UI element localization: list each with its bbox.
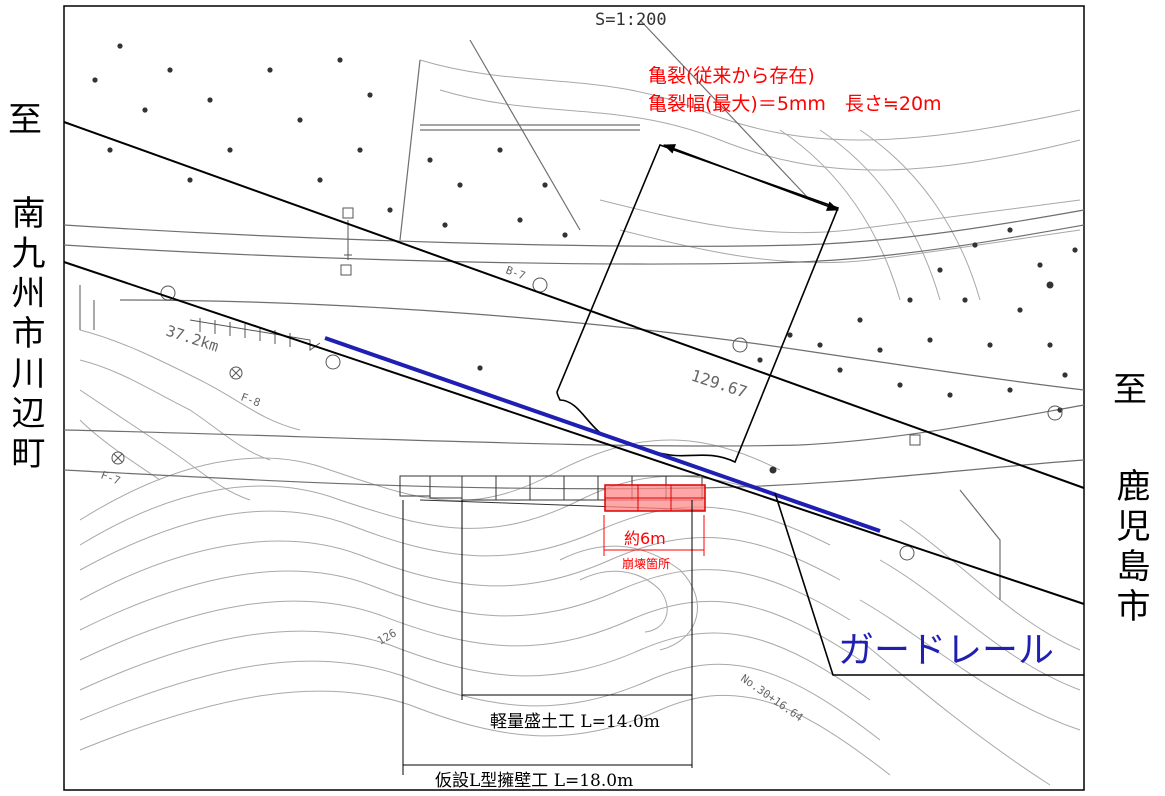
direction-left-to-mark: 至 xyxy=(8,100,42,140)
collapse-area xyxy=(604,484,706,512)
lightweight-fill-label: 軽量盛土工 L=14.0m xyxy=(490,712,660,732)
road-edges xyxy=(63,19,1085,600)
guardrail-line xyxy=(324,336,881,533)
guardrail-leader xyxy=(774,492,1084,676)
crack-width-arrow xyxy=(663,144,839,211)
lightweight-fill-dimension xyxy=(461,500,693,768)
alignment-lines xyxy=(63,121,1085,605)
direction-right-place: 鹿児島市 xyxy=(1110,468,1150,628)
guardrail-label: ガードレール xyxy=(838,630,1054,671)
direction-right-to-mark: 至 xyxy=(1113,370,1147,410)
bench-b7-label: B-7 xyxy=(504,264,527,283)
scale-label: S=1:200 xyxy=(595,10,667,30)
collapse-dimension xyxy=(603,515,705,556)
bench-f7-label: F-7 xyxy=(99,469,122,488)
crack-note-line2: 亀裂幅(最大)＝5mm 長さ≒20m xyxy=(648,93,942,115)
collapse-area-label: 崩壊箇所 xyxy=(622,557,670,571)
bench-f8-label: F-8 xyxy=(239,391,262,410)
collapse-width-label: 約6m xyxy=(624,529,666,548)
drawing-frame xyxy=(63,5,1085,791)
survey-points xyxy=(92,43,1078,474)
temp-wall-label: 仮設L型擁壁工 L=18.0m xyxy=(435,771,633,791)
crack-note-line1: 亀裂(従来から存在) xyxy=(648,65,815,87)
direction-left-place: 南九州市川辺町 xyxy=(5,195,45,475)
temp-wall-dimension xyxy=(402,500,692,775)
